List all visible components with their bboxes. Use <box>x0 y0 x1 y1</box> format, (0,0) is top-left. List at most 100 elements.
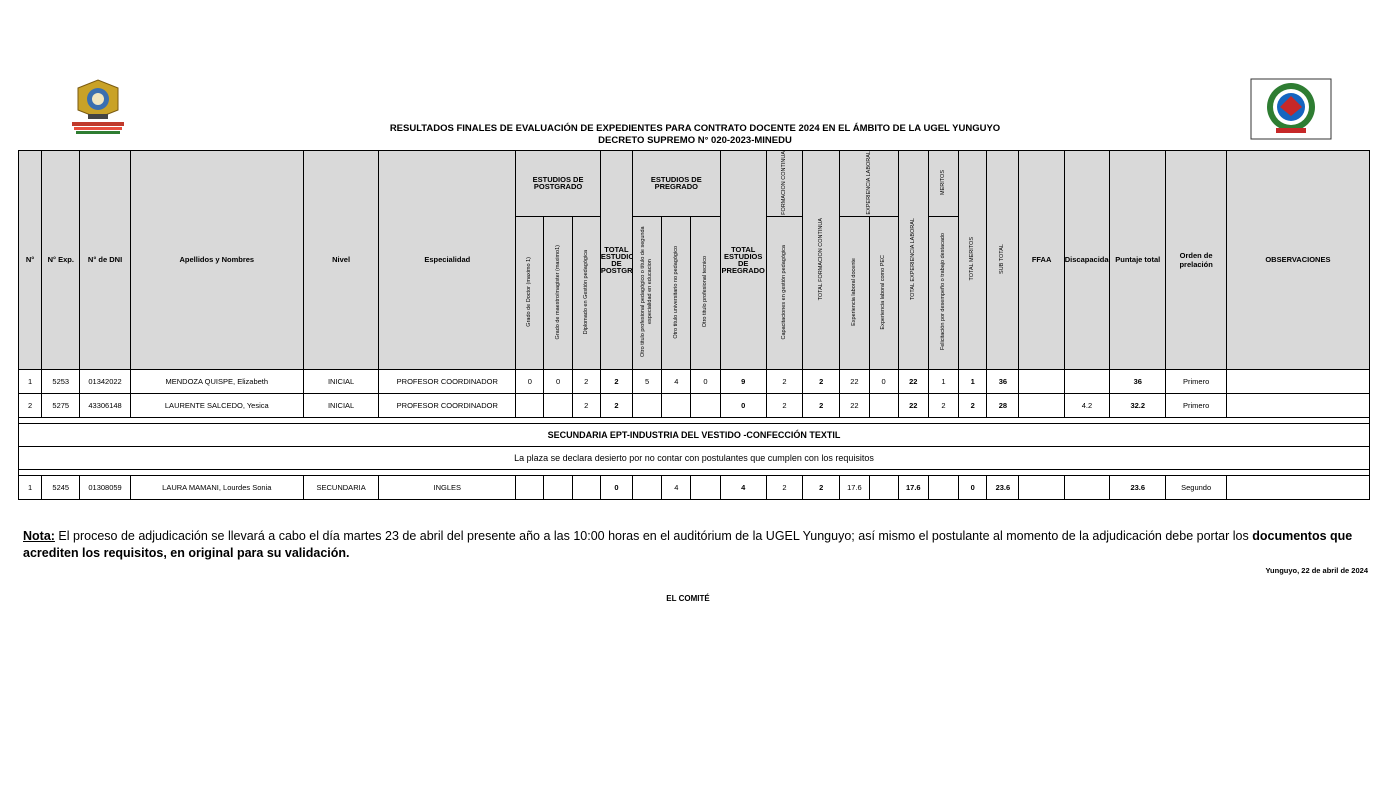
cell-nivel: SECUNDARIA <box>302 474 380 500</box>
cell-felicitacion <box>927 474 960 500</box>
cell-observaciones <box>1225 392 1371 418</box>
cell-total-experiencia: 17.6 <box>897 474 929 500</box>
col-total-formacion: TOTAL FORMACION CONTINUA <box>802 150 841 370</box>
cell-doctor: 0 <box>515 368 545 394</box>
cell-capacitaciones: 2 <box>765 474 804 500</box>
cell-n: 1 <box>17 368 43 394</box>
cell-nombres: LAURENTE SALCEDO, Yesica <box>129 392 304 418</box>
cell-exp-pec <box>868 392 899 418</box>
col-ffaa: FFAA <box>1018 150 1065 370</box>
cell-otro-pedagogico: 5 <box>632 368 663 394</box>
cell-total-postgrado: 2 <box>599 392 634 418</box>
col-observaciones: OBSERVACIONES <box>1225 150 1371 370</box>
cell-felicitacion: 1 <box>927 368 960 394</box>
cell-exp-pec <box>868 474 899 500</box>
decree-subtitle: DECRETO SUPREMO N° 020-2023-MINEDU <box>598 135 792 146</box>
cell-orden: Segundo <box>1165 474 1227 500</box>
cell-maestro <box>543 392 573 418</box>
regional-government-logo <box>72 79 124 134</box>
cell-otro-no-pedagogico: 4 <box>661 474 692 500</box>
nota-bold-text: documentos que acrediten los requisitos,… <box>23 529 1353 560</box>
col-n: N° <box>17 150 43 370</box>
col-puntaje: Puntaje total <box>1109 150 1167 370</box>
cell-ffaa <box>1018 474 1065 500</box>
cell-especialidad: INGLES <box>378 474 517 500</box>
cell-n: 1 <box>17 474 43 500</box>
cell-subtotal: 23.6 <box>986 474 1020 500</box>
cell-total-formacion: 2 <box>802 368 841 394</box>
cell-diplomado: 2 <box>571 392 601 418</box>
cell-total-pregrado: 4 <box>719 474 767 500</box>
cell-dni: 43306148 <box>79 392 131 418</box>
cell-dni: 01342022 <box>79 368 131 394</box>
cell-maestro <box>543 474 573 500</box>
cell-orden: Primero <box>1165 368 1227 394</box>
cell-exp: 5245 <box>41 474 81 500</box>
cell-subtotal: 36 <box>986 368 1020 394</box>
section-note: La plaza se declara desierto por no cont… <box>18 445 1370 470</box>
cell-orden: Primero <box>1165 392 1227 418</box>
ugel-yunguyo-logo <box>1250 78 1332 140</box>
col-felicitacion: Felicitación por desempeño o trabajo des… <box>927 215 960 370</box>
col-nivel: Nivel <box>302 150 380 370</box>
cell-total-experiencia: 22 <box>897 368 929 394</box>
col-total-meritos: TOTAL MERITOS <box>958 150 988 370</box>
results-table: N° N° Exp. N° de DNI Apellidos y Nombres… <box>17 150 1371 500</box>
cell-nivel: INICIAL <box>302 368 380 394</box>
cell-total-experiencia: 22 <box>897 392 929 418</box>
cell-total-meritos: 1 <box>958 368 988 394</box>
cell-total-meritos: 0 <box>958 474 988 500</box>
cell-observaciones <box>1225 368 1371 394</box>
cell-total-formacion: 2 <box>802 474 841 500</box>
cell-total-meritos: 2 <box>958 392 988 418</box>
section-title: SECUNDARIA EPT-INDUSTRIA DEL VESTIDO -CO… <box>18 422 1370 447</box>
cell-capacitaciones: 2 <box>765 368 804 394</box>
nota-label: Nota: <box>23 529 55 543</box>
cell-especialidad: PROFESOR COORDINADOR <box>378 392 517 418</box>
document-title: RESULTADOS FINALES DE EVALUACIÓN DE EXPE… <box>389 123 1001 134</box>
cell-total-pregrado: 0 <box>719 392 767 418</box>
group-postgrado: ESTUDIOS DE POSTGRADO <box>515 150 601 217</box>
cell-ffaa <box>1018 368 1065 394</box>
cell-n: 2 <box>17 392 43 418</box>
cell-doctor <box>515 392 545 418</box>
cell-exp: 5275 <box>41 392 81 418</box>
cell-maestro: 0 <box>543 368 573 394</box>
col-otro-no-pedagogico: Otro titulo universitario no pedagógico <box>661 215 692 370</box>
cell-nombres: MENDOZA QUISPE, Elizabeth <box>129 368 304 394</box>
col-maestro: Grado de maestro/magister (maximo1) <box>543 215 573 370</box>
cell-otro-no-pedagogico <box>661 392 692 418</box>
cell-total-formacion: 2 <box>802 392 841 418</box>
cell-discapacidad <box>1063 368 1111 394</box>
col-orden: Orden de prelación <box>1165 150 1227 370</box>
group-meritos: MERITOS <box>927 150 960 217</box>
cell-puntaje: 32.2 <box>1109 392 1167 418</box>
cell-total-postgrado: 0 <box>599 474 634 500</box>
cell-exp-docente: 17.6 <box>839 474 870 500</box>
col-otro-pedagogico: Otro titulo profesional pedagógico o tít… <box>632 215 663 370</box>
col-doctor: Grado de Doctor (maximo 1) <box>515 215 545 370</box>
col-subtotal: SUB TOTAL <box>986 150 1020 370</box>
cell-diplomado: 2 <box>571 368 601 394</box>
cell-otro-tecnico: 0 <box>690 368 721 394</box>
cell-diplomado <box>571 474 601 500</box>
cell-dni: 01308059 <box>79 474 131 500</box>
cell-nombres: LAURA MAMANI, Lourdes Sonia <box>129 474 304 500</box>
nota-paragraph: Nota: El proceso de adjudicación se llev… <box>23 528 1369 562</box>
nota-text: El proceso de adjudicación se llevará a … <box>54 529 1253 543</box>
cell-total-postgrado: 2 <box>599 368 634 394</box>
cell-otro-pedagogico <box>632 392 663 418</box>
cell-puntaje: 23.6 <box>1109 474 1167 500</box>
date-line: Yunguyo, 22 de abril de 2024 <box>1265 566 1368 575</box>
cell-puntaje: 36 <box>1109 368 1167 394</box>
cell-subtotal: 28 <box>986 392 1020 418</box>
cell-otro-tecnico <box>690 474 721 500</box>
cell-nivel: INICIAL <box>302 392 380 418</box>
col-especialidad: Especialidad <box>378 150 517 370</box>
cell-exp-docente: 22 <box>839 368 870 394</box>
col-exp: N° Exp. <box>41 150 81 370</box>
cell-doctor <box>515 474 545 500</box>
col-dni: N° de DNI <box>79 150 131 370</box>
